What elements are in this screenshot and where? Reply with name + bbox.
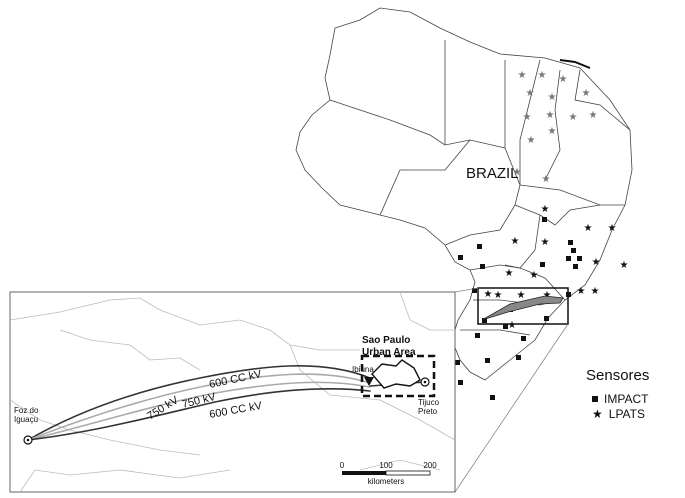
lpats-marker: ★: [526, 88, 535, 99]
country-label: BRAZIL: [466, 165, 519, 182]
impact-marker: [480, 264, 485, 269]
impact-marker: [455, 360, 460, 365]
impact-marker: [540, 262, 545, 267]
impact-marker: [516, 355, 521, 360]
impact-marker: [472, 288, 477, 293]
ibiuna-marker: [364, 377, 374, 386]
foz-marker: [23, 435, 33, 445]
lpats-marker: ★: [620, 260, 629, 271]
line-750kv-b: [27, 381, 371, 441]
lpats-marker: ★: [527, 135, 536, 146]
impact-marker: [521, 336, 526, 341]
lpats-marker: ★: [538, 70, 547, 81]
lpats-marker: ★: [511, 236, 520, 247]
tijuco-marker: [420, 377, 430, 387]
legend-title: Sensores: [586, 367, 650, 384]
lpats-marker: ★: [543, 290, 552, 301]
lpats-marker: ★: [569, 112, 578, 123]
lpats-markers: ★ ★ ★ ★ ★ ★ ★ ★ ★ ★ ★ ★ ★ ★ ★ ★ ★ ★ ★ ★ …: [484, 70, 629, 331]
inset-locator-box: [477, 287, 569, 325]
place-tijuco-1: Tijuco: [418, 398, 440, 407]
impact-marker: [568, 240, 573, 245]
lpats-marker: ★: [582, 88, 591, 99]
impact-marker: [573, 264, 578, 269]
square-icon: [592, 396, 598, 402]
inset-connector-top: [454, 287, 479, 293]
lpats-marker: ★: [584, 223, 593, 234]
lpats-marker: ★: [548, 92, 557, 103]
impact-marker: [544, 316, 549, 321]
place-ibiuna: Ibiúna: [352, 365, 374, 374]
lpats-marker: ★: [508, 320, 517, 331]
impact-marker: [503, 324, 508, 329]
lpats-marker: ★: [518, 70, 527, 81]
place-foz-2: Iguaçu: [14, 415, 38, 424]
line-600kv-bottom: [27, 388, 371, 441]
scale-bar: 0 100 200 kilometers: [340, 461, 437, 486]
lpats-marker: ★: [589, 110, 598, 121]
lpats-marker: ★: [505, 268, 514, 279]
impact-marker: [571, 248, 576, 253]
impact-marker: [577, 256, 582, 261]
star-icon: ★: [592, 407, 603, 421]
lpats-marker: ★: [494, 290, 503, 301]
lpats-marker: ★: [577, 286, 586, 297]
line-600kv-top: [27, 365, 371, 441]
lpats-marker: ★: [530, 270, 539, 281]
urban-area-label-1: Sao Paulo: [362, 335, 410, 346]
place-tijuco-2: Preto: [418, 407, 438, 416]
impact-marker: [475, 333, 480, 338]
lpats-marker: ★: [541, 204, 550, 215]
impact-marker: [542, 217, 547, 222]
legend-item-impact: IMPACT: [592, 392, 648, 406]
lpats-marker: ★: [559, 74, 568, 85]
lpats-marker: ★: [541, 237, 550, 248]
legend-item-lpats: ★ LPATS: [592, 407, 645, 421]
scale-tick-100: 100: [379, 461, 393, 470]
lpats-marker: ★: [513, 167, 522, 178]
lpats-marker: ★: [591, 286, 600, 297]
lpats-marker: ★: [542, 174, 551, 185]
scale-tick-0: 0: [340, 461, 345, 470]
impact-marker: [485, 358, 490, 363]
lpats-marker: ★: [592, 257, 601, 268]
inset-map: 600 CC kV 750 kV 750 kV 600 CC kV Sao Pa…: [9, 291, 456, 493]
urban-area-shape: [371, 359, 421, 389]
lpats-marker: ★: [608, 223, 617, 234]
corridor-mini: [481, 295, 564, 321]
urban-area-box: [360, 354, 436, 398]
impact-marker: [458, 255, 463, 260]
urban-area-label-2: Urban Area: [362, 347, 416, 358]
impact-markers: [455, 217, 582, 400]
legend-label-lpats: LPATS: [608, 407, 645, 421]
lpats-marker: ★: [517, 290, 526, 301]
line-750kv-a: [27, 373, 371, 441]
scale-unit: kilometers: [368, 477, 404, 486]
place-foz-1: Foz do: [14, 406, 39, 415]
impact-marker: [482, 318, 487, 323]
scale-tick-200: 200: [423, 461, 437, 470]
legend-label-impact: IMPACT: [604, 392, 649, 406]
impact-marker: [458, 380, 463, 385]
impact-marker: [477, 244, 482, 249]
impact-marker: [490, 395, 495, 400]
lpats-marker: ★: [523, 112, 532, 123]
lpats-marker: ★: [484, 289, 493, 300]
inset-connector-bottom: [454, 323, 569, 493]
lpats-marker: ★: [548, 126, 557, 137]
lpats-marker: ★: [546, 110, 555, 121]
impact-marker: [566, 256, 571, 261]
